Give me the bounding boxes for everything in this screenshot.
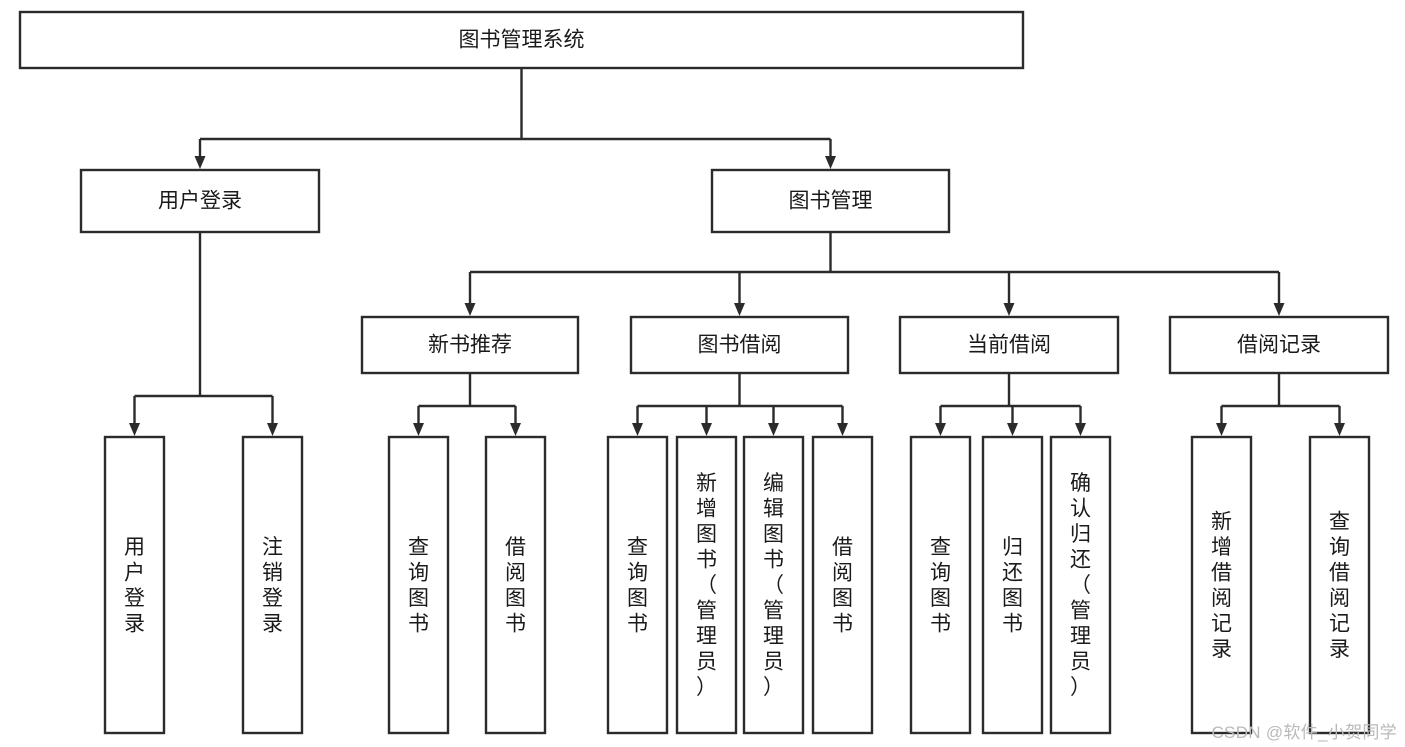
node-label: 新书推荐 [428, 334, 512, 357]
node-label: 新增图书（管理员） [696, 472, 717, 699]
node-box-rect [103, 435, 166, 735]
node-label: 新增借阅记录 [1211, 510, 1232, 661]
node-book-borrow[interactable]: 图书借阅 [629, 315, 850, 375]
node-boxes: 图书管理系统用户登录图书管理新书推荐图书借阅当前借阅借阅记录用户登录注销登录查询… [18, 10, 1390, 735]
arrow-head-icon [1273, 303, 1285, 316]
arrow-head-icon [1007, 423, 1018, 436]
arrow-head-icon [825, 156, 836, 169]
node-label: 查询图书 [408, 536, 429, 636]
node-label: 注销登录 [262, 536, 283, 636]
connector-lines [129, 68, 1345, 436]
node-label: 借阅图书 [505, 536, 526, 636]
arrow-head-icon [837, 423, 848, 436]
node-label: 图书管理系统 [459, 29, 585, 52]
node-leaf-user-login[interactable]: 用户登录 [103, 435, 166, 735]
node-box-rect [1049, 435, 1112, 735]
node-box-rect [387, 435, 450, 735]
node-label: 用户登录 [158, 190, 242, 213]
node-label: 当前借阅 [967, 334, 1051, 357]
node-label: 编辑图书（管理员） [763, 472, 784, 699]
arrow-head-icon [632, 423, 643, 436]
node-box-rect [79, 168, 321, 234]
node-user-login[interactable]: 用户登录 [79, 168, 321, 234]
node-box-rect [606, 435, 669, 735]
node-label: 用户登录 [124, 536, 145, 636]
node-box-rect [241, 435, 304, 735]
node-label: 查询借阅记录 [1329, 510, 1350, 661]
node-new-book-rec[interactable]: 新书推荐 [360, 315, 580, 375]
node-box-rect [898, 315, 1120, 375]
node-leaf-query-record[interactable]: 查询借阅记录 [1308, 435, 1371, 735]
arrow-head-icon [768, 423, 779, 436]
node-leaf-query-book-2[interactable]: 查询图书 [606, 435, 669, 735]
node-book-manage[interactable]: 图书管理 [710, 168, 951, 234]
node-box-rect [981, 435, 1044, 735]
node-box-rect [811, 435, 874, 735]
node-box-rect [1190, 435, 1253, 735]
node-box-rect [742, 435, 805, 735]
node-box-rect [909, 435, 972, 735]
arrow-head-icon [129, 423, 140, 436]
node-box-rect [18, 10, 1025, 70]
node-label: 归还图书 [1002, 536, 1023, 636]
node-box-rect [484, 435, 547, 735]
arrow-head-icon [464, 303, 476, 316]
arrow-head-icon [701, 423, 712, 436]
node-leaf-query-book-1[interactable]: 查询图书 [387, 435, 450, 735]
node-box-rect [629, 315, 850, 375]
node-box-rect [1168, 315, 1390, 375]
node-borrow-record[interactable]: 借阅记录 [1168, 315, 1390, 375]
node-leaf-borrow-book-2[interactable]: 借阅图书 [811, 435, 874, 735]
node-leaf-add-book[interactable]: 新增图书（管理员） [675, 435, 738, 735]
node-leaf-confirm-return[interactable]: 确认归还（管理员） [1049, 435, 1112, 735]
node-leaf-query-book-3[interactable]: 查询图书 [909, 435, 972, 735]
arrow-head-icon [510, 423, 521, 436]
arrow-head-icon [1216, 423, 1227, 436]
node-label: 确认归还（管理员） [1070, 472, 1091, 699]
arrow-head-icon [194, 156, 206, 169]
node-label: 查询图书 [627, 536, 648, 636]
node-box-rect [1308, 435, 1371, 735]
arrow-head-icon [413, 423, 424, 436]
arrow-head-icon [1334, 423, 1345, 436]
node-box-rect [710, 168, 951, 234]
node-leaf-edit-book[interactable]: 编辑图书（管理员） [742, 435, 805, 735]
node-label: 查询图书 [930, 536, 951, 636]
arrow-head-icon [935, 423, 946, 436]
node-box-rect [360, 315, 580, 375]
node-current-borrow[interactable]: 当前借阅 [898, 315, 1120, 375]
node-root[interactable]: 图书管理系统 [18, 10, 1025, 70]
node-leaf-add-record[interactable]: 新增借阅记录 [1190, 435, 1253, 735]
node-leaf-return-book[interactable]: 归还图书 [981, 435, 1044, 735]
node-leaf-logout[interactable]: 注销登录 [241, 435, 304, 735]
node-leaf-borrow-book-1[interactable]: 借阅图书 [484, 435, 547, 735]
node-label: 图书管理 [789, 190, 873, 213]
node-box-rect [675, 435, 738, 735]
arrow-head-icon [267, 423, 278, 436]
arrow-head-icon [1075, 423, 1086, 436]
arrow-head-icon [1003, 303, 1015, 316]
node-label: 图书借阅 [698, 334, 782, 357]
node-label: 借阅图书 [832, 536, 853, 636]
arrow-head-icon [734, 303, 745, 316]
node-label: 借阅记录 [1237, 334, 1321, 357]
